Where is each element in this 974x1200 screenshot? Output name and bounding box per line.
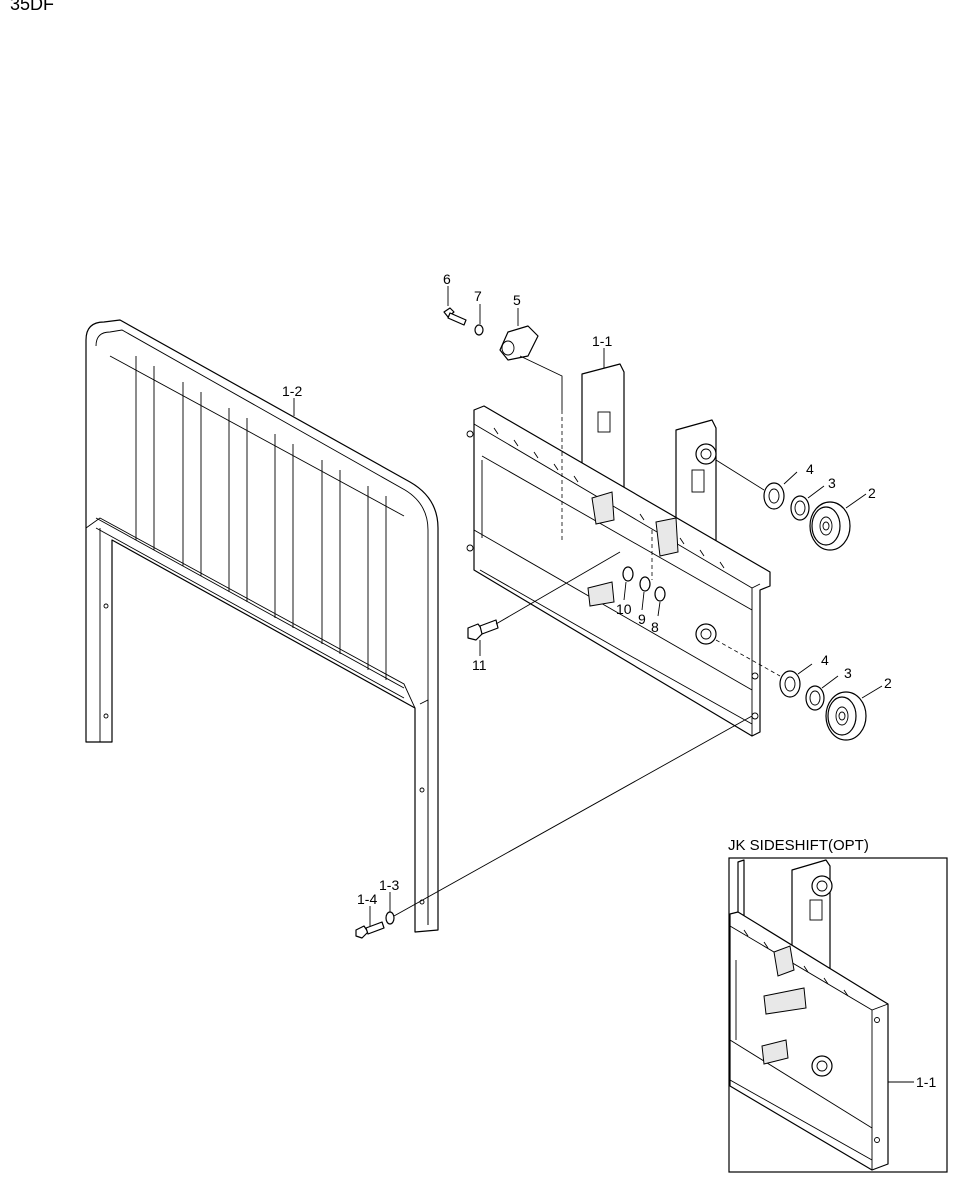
inset-title: JK SIDESHIFT(OPT): [728, 837, 869, 854]
label-4-lower: 4: [821, 652, 829, 668]
label-6: 6: [443, 271, 451, 287]
label-7: 7: [474, 288, 482, 304]
label-5: 5: [513, 292, 521, 308]
label-11: 11: [472, 657, 487, 673]
label-2-upper: 2: [868, 485, 876, 501]
label-3-upper: 3: [828, 475, 836, 491]
label-1-2: 1-2: [282, 383, 302, 399]
label-4-upper: 4: [806, 461, 814, 477]
backrest-fasteners: [355, 715, 753, 939]
roller-lower: [715, 639, 867, 741]
inset-sideshift: JK SIDESHIFT(OPT) 1-1: [728, 837, 948, 1173]
bolt-11: [467, 551, 621, 641]
snap-rings: [622, 566, 666, 602]
leader-lines: [293, 286, 883, 926]
inset-label-1-1: 1-1: [916, 1074, 936, 1090]
label-3-lower: 3: [844, 665, 852, 681]
carriage-assembly: [466, 363, 771, 737]
label-1-4: 1-4: [357, 891, 377, 907]
roller-upper: [715, 459, 851, 551]
label-1-3: 1-3: [379, 877, 399, 893]
label-2-lower: 2: [884, 675, 892, 691]
label-1-1: 1-1: [592, 333, 612, 349]
label-9: 9: [638, 611, 646, 627]
label-8: 8: [651, 619, 659, 635]
part-labels: 6 7 5 1-1 1-2 4 3 2 4 3 2 10 9 8 11 1-3 …: [282, 271, 892, 907]
top-fastener-set: [443, 307, 563, 410]
model-title: 35DF: [10, 0, 54, 14]
label-10: 10: [616, 601, 632, 617]
load-backrest: [85, 319, 439, 933]
